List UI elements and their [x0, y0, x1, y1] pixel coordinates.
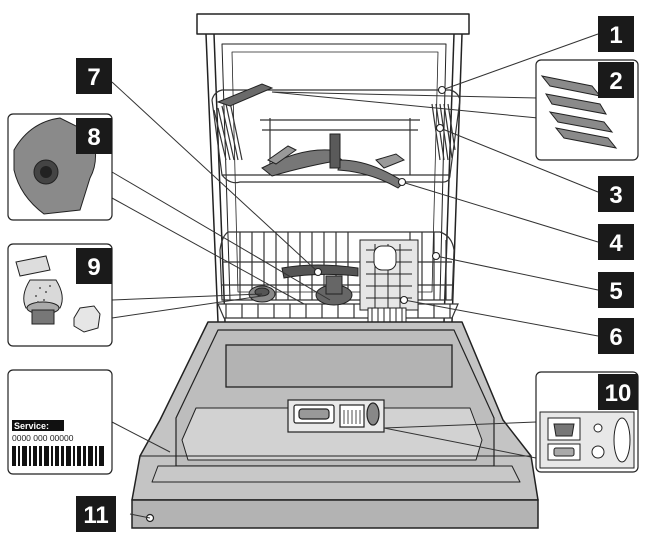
cutlery-drawer-rail — [216, 83, 274, 107]
callout-5: 5 — [598, 272, 634, 308]
svg-text:2: 2 — [609, 68, 622, 95]
callout-10: 10 — [598, 374, 638, 410]
rating-plate-number: 0000 000 00000 — [12, 433, 74, 443]
svg-text:4: 4 — [609, 230, 623, 257]
callout-4: 4 — [598, 224, 634, 260]
callout-1: 1 — [598, 16, 634, 52]
callout-8: 8 — [76, 118, 112, 154]
callout-7: 7 — [76, 58, 112, 94]
upper-basket — [211, 89, 461, 184]
svg-text:9: 9 — [87, 254, 100, 281]
inset-rating-plate: Service: 0000 000 00000 — [7, 369, 113, 475]
callout-11: 11 — [76, 496, 116, 532]
svg-text:1: 1 — [609, 22, 622, 49]
callout-9: 9 — [76, 248, 112, 284]
svg-text:8: 8 — [87, 124, 100, 151]
pointer-lines — [111, 33, 599, 519]
svg-text:7: 7 — [87, 64, 100, 91]
door-window — [225, 344, 453, 388]
callout-2: 2 — [598, 62, 634, 98]
rating-plate-barcode — [12, 446, 104, 466]
callout-3: 3 — [598, 176, 634, 212]
svg-text:10: 10 — [605, 380, 632, 407]
svg-text:11: 11 — [83, 502, 108, 529]
rating-plate-title: Service: — [14, 421, 49, 431]
plinth-panel — [131, 499, 539, 529]
detergent-dispenser — [287, 399, 385, 433]
callout-6: 6 — [598, 318, 634, 354]
dishwasher-body — [196, 13, 470, 323]
svg-text:6: 6 — [609, 324, 622, 351]
upper-spray-arm — [261, 133, 406, 189]
svg-text:3: 3 — [609, 182, 622, 209]
svg-text:5: 5 — [609, 278, 622, 305]
rating-plate-title-bg — [12, 420, 64, 431]
pointer-dots — [313, 85, 447, 305]
